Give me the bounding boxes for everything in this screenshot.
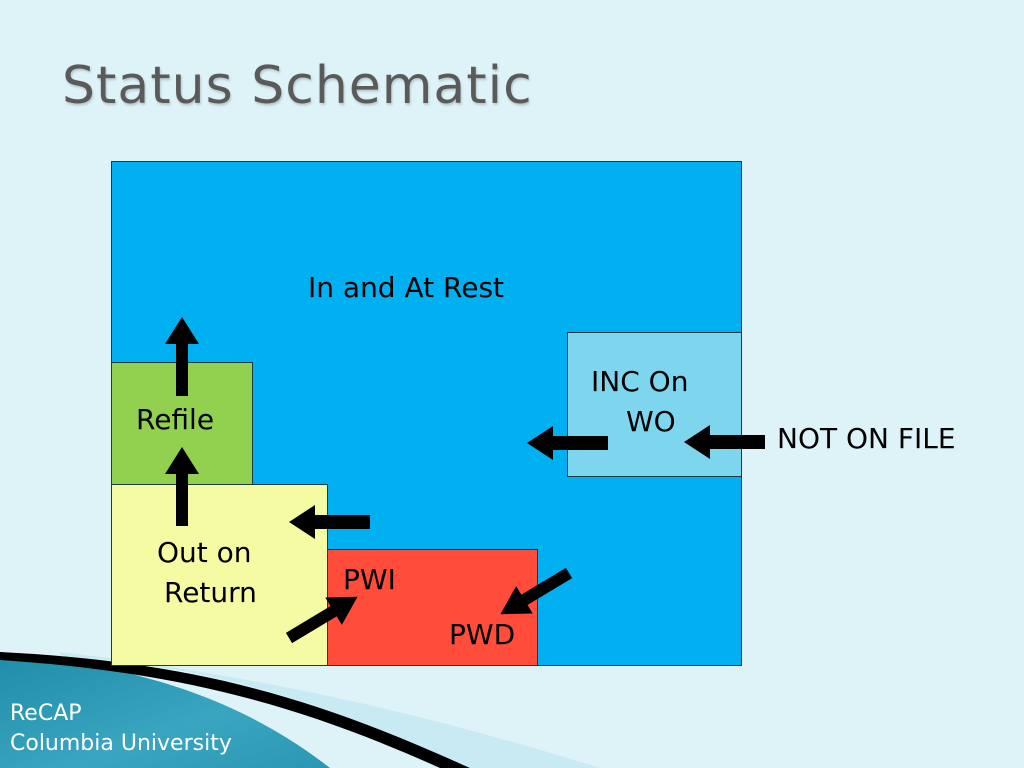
arrow-return-to-refile	[165, 447, 199, 526]
slide-title: Status Schematic	[62, 56, 533, 116]
not-on-file-label: NOT ON FILE	[777, 422, 956, 455]
out-on-return-label-line2: Return	[164, 576, 257, 609]
footer-org: ReCAP	[10, 701, 82, 726]
inc-on-wo-label-line1: INC On	[591, 365, 689, 398]
pwd-label: PWD	[449, 618, 516, 651]
in-and-at-rest-label: In and At Rest	[308, 271, 505, 304]
arrow-refile-to-rest	[165, 317, 199, 396]
arrow-inc-to-rest	[527, 426, 608, 460]
pwi-label: PWI	[343, 563, 396, 596]
footer-university: Columbia University	[10, 731, 232, 756]
inc-on-wo-label-line2: WO	[626, 405, 676, 438]
arrow-rest-to-pwd	[500, 567, 573, 615]
arrow-return-to-pwi	[285, 596, 358, 644]
arrow-rest-to-return	[289, 505, 370, 539]
refile-label: Refile	[136, 403, 215, 436]
out-on-return-label-line1: Out on	[157, 536, 252, 569]
arrow-notonfile-to-inc	[684, 425, 765, 459]
inc-on-wo-box	[567, 332, 742, 477]
pw-box	[327, 549, 538, 666]
